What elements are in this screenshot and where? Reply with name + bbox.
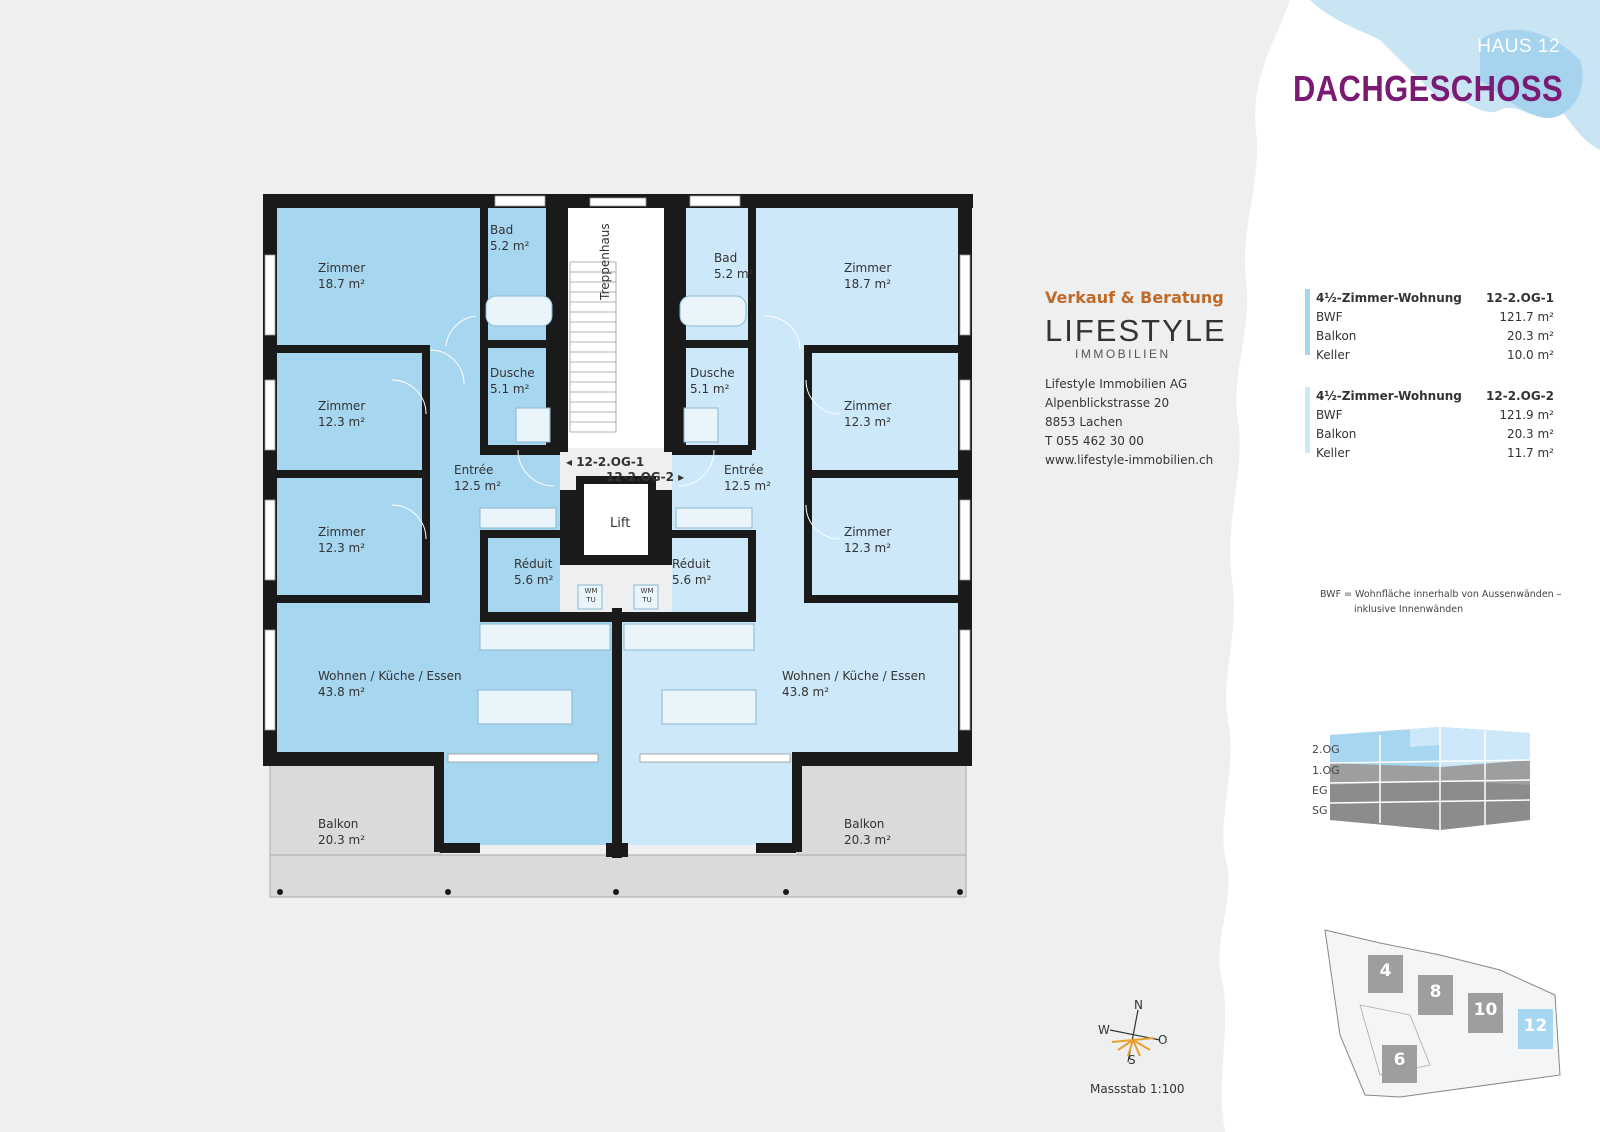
- apt-1-title: 4½-Zimmer-Wohnung: [1316, 291, 1462, 305]
- floor-label-eg: EG: [1312, 784, 1328, 797]
- building-stack-diagram: [1329, 727, 1531, 830]
- company-name: Lifestyle Immobilien AG: [1045, 377, 1188, 391]
- compass-s: S: [1128, 1053, 1136, 1067]
- apt-1-bwf-label: BWF: [1316, 310, 1343, 324]
- apt-1-bwf-value: 121.7 m²: [1499, 310, 1554, 324]
- site-house-10: 10: [1473, 1000, 1498, 1020]
- floor-title: DACHGESCHOSS: [1292, 68, 1563, 109]
- bwf-note-line-1: BWF = Wohnfläche innerhalb von Aussenwän…: [1320, 589, 1562, 600]
- scale-label: Massstab 1:100: [1090, 1082, 1185, 1096]
- company-street: Alpenblickstrasse 20: [1045, 396, 1170, 410]
- apt-2-keller-label: Keller: [1316, 446, 1350, 460]
- company-logo: LIFESTYLE: [1045, 313, 1227, 348]
- site-house-4: 4: [1379, 961, 1392, 981]
- apt-1-balkon-value: 20.3 m²: [1506, 329, 1554, 343]
- unit-1-marker: ◂ 12-2.OG-1: [566, 455, 645, 469]
- floor-label-2og: 2.OG: [1312, 743, 1340, 756]
- contact-title: Verkauf & Beratung: [1045, 288, 1224, 307]
- compass-n: N: [1134, 998, 1143, 1012]
- apt-2-bwf-value: 121.9 m²: [1499, 408, 1554, 422]
- apt-2-bwf-label: BWF: [1316, 408, 1343, 422]
- stair-label: Treppenhaus: [598, 223, 612, 300]
- apt-1-code: 12-2.OG-1: [1486, 291, 1554, 305]
- apt-2-title: 4½-Zimmer-Wohnung: [1316, 389, 1462, 403]
- apt-1-balkon-label: Balkon: [1316, 329, 1357, 343]
- site-house-6: 6: [1393, 1050, 1406, 1070]
- company-city: 8853 Lachen: [1045, 415, 1123, 429]
- apt-2-balkon-label: Balkon: [1316, 427, 1357, 441]
- compass-o: O: [1158, 1033, 1168, 1047]
- company-phone: T 055 462 30 00: [1045, 434, 1144, 448]
- floor-label-1og: 1.OG: [1312, 764, 1340, 777]
- company-web[interactable]: www.lifestyle-immobilien.ch: [1045, 453, 1214, 467]
- contact-block: Verkauf & Beratung LIFESTYLE IMMOBILIEN …: [1045, 288, 1265, 470]
- apt-2-code: 12-2.OG-2: [1486, 389, 1554, 403]
- apartment-summary-2: 4½-Zimmer-Wohnung 12-2.OG-2 BWF 121.9 m² B…: [1305, 387, 1554, 463]
- lift-label: Lift: [610, 516, 631, 531]
- bwf-note: BWF = Wohnfläche innerhalb von Aussenwän…: [1320, 587, 1561, 617]
- site-plan: [1324, 929, 1561, 1098]
- apt-2-balkon-value: 20.3 m²: [1506, 427, 1554, 441]
- apartment-1-color-bar: [1305, 289, 1310, 355]
- compass-w: W: [1098, 1023, 1110, 1037]
- apt-1-keller-value: 10.0 m²: [1506, 348, 1554, 362]
- floor-label-sg: SG: [1312, 804, 1328, 817]
- company-logo-sub: IMMOBILIEN: [1075, 347, 1171, 361]
- apartment-2-color-bar: [1305, 387, 1310, 453]
- apt-2-keller-value: 11.7 m²: [1506, 446, 1554, 460]
- site-house-12: 12: [1523, 1016, 1548, 1036]
- bwf-note-line-2: inklusive Innenwänden: [1354, 604, 1464, 615]
- apartment-summary-1: 4½-Zimmer-Wohnung 12-2.OG-1 BWF 121.7 m² B…: [1305, 289, 1554, 365]
- unit-2-marker: 12-2.OG-2 ▸: [606, 470, 685, 484]
- compass-icon: [1109, 1009, 1161, 1063]
- house-label: HAUS 12: [1477, 36, 1560, 57]
- apt-1-keller-label: Keller: [1316, 348, 1350, 362]
- site-house-8: 8: [1429, 982, 1442, 1002]
